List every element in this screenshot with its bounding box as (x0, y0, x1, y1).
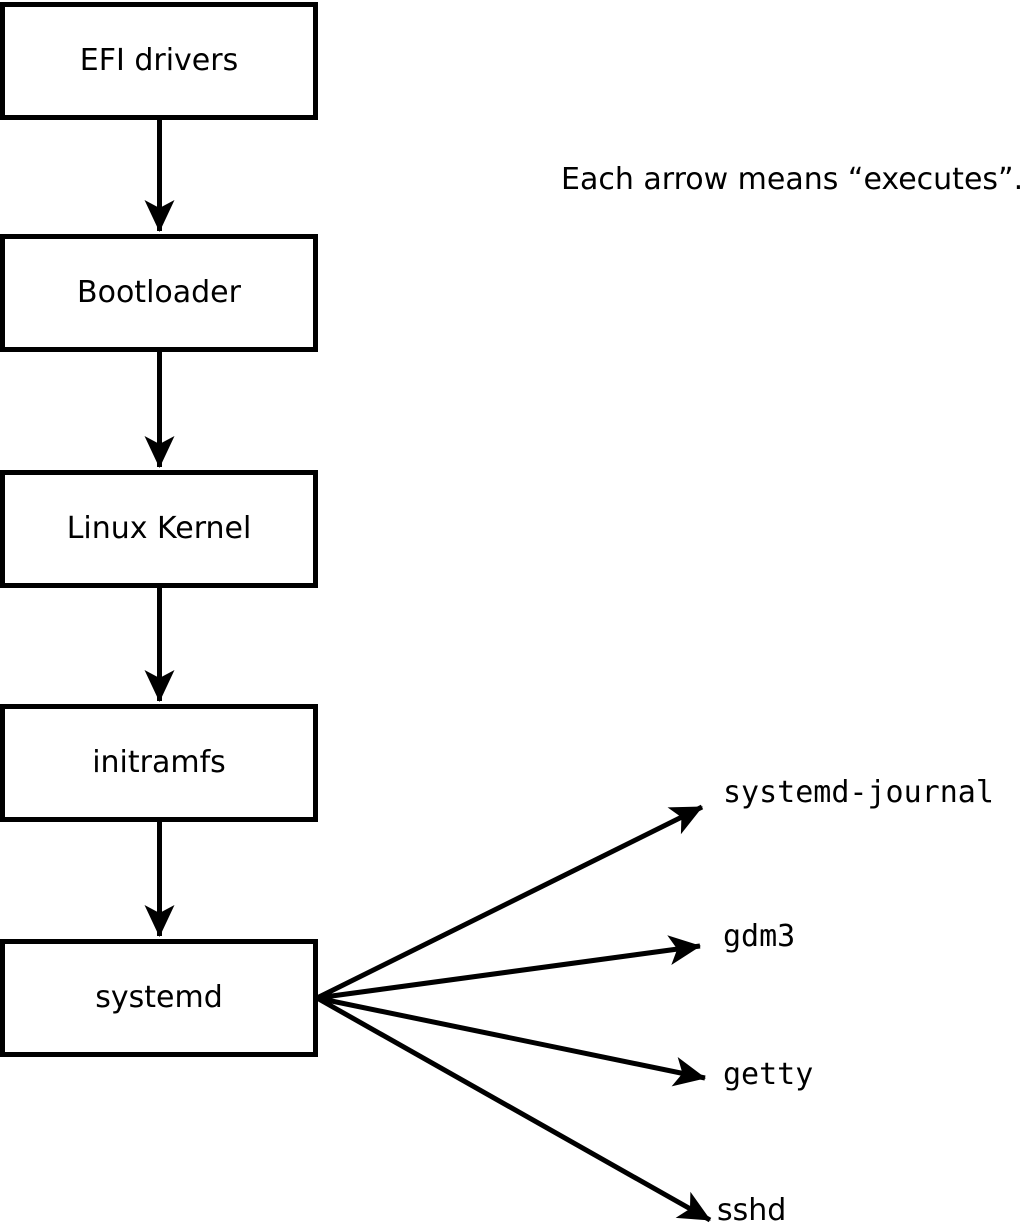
node-systemd: systemd (0, 939, 318, 1057)
process-label-systemd-journal: systemd-journal (723, 775, 994, 810)
arrow-systemd-to-gdm3 (316, 935, 701, 1001)
node-initramfs-label: initramfs (92, 745, 226, 780)
process-label-gdm3: gdm3 (723, 919, 796, 954)
node-bootloader: Bootloader (0, 234, 318, 352)
node-initramfs: initramfs (0, 704, 318, 822)
node-linux-kernel-label: Linux Kernel (66, 511, 252, 546)
process-label-getty: getty (723, 1057, 814, 1092)
annotation-arrow-meaning: Each arrow means “executes”. (561, 162, 1023, 197)
arrow-systemd-to-getty (316, 995, 706, 1087)
arrow-systemd-to-sshd (315, 995, 712, 1223)
process-label-sshd: sshd (717, 1193, 787, 1228)
node-efi-drivers: EFI drivers (0, 2, 318, 120)
node-systemd-label: systemd (95, 980, 223, 1015)
node-bootloader-label: Bootloader (77, 275, 241, 310)
arrow-systemd-to-systemd-journal (315, 804, 704, 1001)
node-linux-kernel: Linux Kernel (0, 470, 318, 588)
node-efi-drivers-label: EFI drivers (79, 43, 239, 78)
